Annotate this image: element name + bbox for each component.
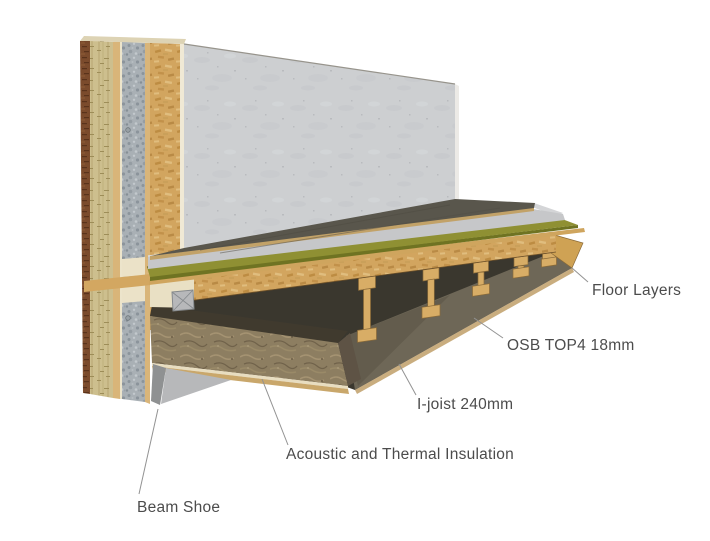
label-floor-layers: Floor Layers bbox=[592, 282, 681, 299]
beam-shoe bbox=[151, 364, 231, 405]
soffit-panel bbox=[346, 251, 572, 390]
wall-membrane-line bbox=[120, 42, 122, 399]
wall-membrane-line-2 bbox=[180, 44, 184, 252]
leader-osb-top4 bbox=[473, 317, 504, 339]
joist-cavity-shadow bbox=[152, 249, 572, 390]
wall-batten-strip bbox=[113, 42, 120, 399]
label-insulation: Acoustic and Thermal Insulation bbox=[286, 446, 514, 463]
ceiling-board-edge bbox=[152, 366, 349, 394]
floor-top-streak-2 bbox=[219, 207, 501, 254]
soffit-front-edge bbox=[355, 268, 574, 394]
wall-fastener-top bbox=[125, 127, 131, 133]
rim-band-bottom-edge bbox=[149, 251, 557, 307]
insulation-end-face bbox=[338, 333, 361, 386]
leader-insulation bbox=[261, 378, 289, 446]
i-joist-4 bbox=[512, 255, 530, 279]
beam-shoe-front-face bbox=[161, 368, 231, 404]
concrete-panel-right-edge bbox=[455, 84, 459, 201]
i-joist-5 bbox=[541, 251, 557, 268]
floor-top-streak-1 bbox=[199, 204, 451, 251]
leader-i-joist bbox=[398, 363, 417, 396]
i-joist-2 bbox=[421, 267, 441, 319]
concrete-panel-top-edge bbox=[183, 43, 456, 85]
wall-top-face bbox=[80, 36, 186, 44]
insulation-front-face bbox=[150, 316, 348, 386]
acoustic-mat-front-edge bbox=[150, 225, 578, 281]
acoustic-mat-top bbox=[147, 219, 578, 277]
beam-shoe-side-face bbox=[151, 364, 166, 405]
insulation-top-shadow bbox=[150, 305, 348, 343]
connector-plate bbox=[171, 289, 195, 312]
i-joist-3 bbox=[472, 260, 490, 297]
ceiling-board-top-line bbox=[152, 363, 348, 389]
wall-cream-block-upper bbox=[122, 257, 145, 277]
deck-band-through-wall bbox=[84, 274, 151, 292]
wall-cream-block-lower bbox=[122, 284, 145, 303]
wall-fastener-bottom bbox=[125, 315, 131, 321]
wall-cut-edge-board bbox=[80, 41, 90, 394]
label-beam-shoe: Beam Shoe bbox=[137, 499, 220, 516]
concrete-wall-panel bbox=[184, 44, 455, 249]
under-floor-zone bbox=[150, 233, 584, 394]
screed-front-face bbox=[148, 209, 565, 269]
wall-insulation-layer bbox=[122, 42, 145, 402]
insulation-block bbox=[150, 305, 361, 394]
floor-deck-layers bbox=[146, 199, 585, 312]
osb-deck-edge bbox=[149, 228, 585, 285]
wall-fiberboard-layer bbox=[90, 41, 113, 398]
labels: Floor Layers OSB TOP4 18mm I-joist 240mm… bbox=[137, 282, 681, 516]
rim-band-osb bbox=[150, 234, 556, 306]
label-osb-top4: OSB TOP4 18mm bbox=[507, 337, 635, 354]
leader-lines bbox=[138, 267, 589, 495]
label-i-joist: I-joist 240mm bbox=[417, 396, 513, 413]
leader-floor-layers bbox=[571, 267, 589, 283]
leader-beam-shoe bbox=[138, 408, 159, 495]
wall-batten-strip-2 bbox=[145, 43, 150, 404]
i-joist-cross-sections bbox=[357, 251, 557, 343]
